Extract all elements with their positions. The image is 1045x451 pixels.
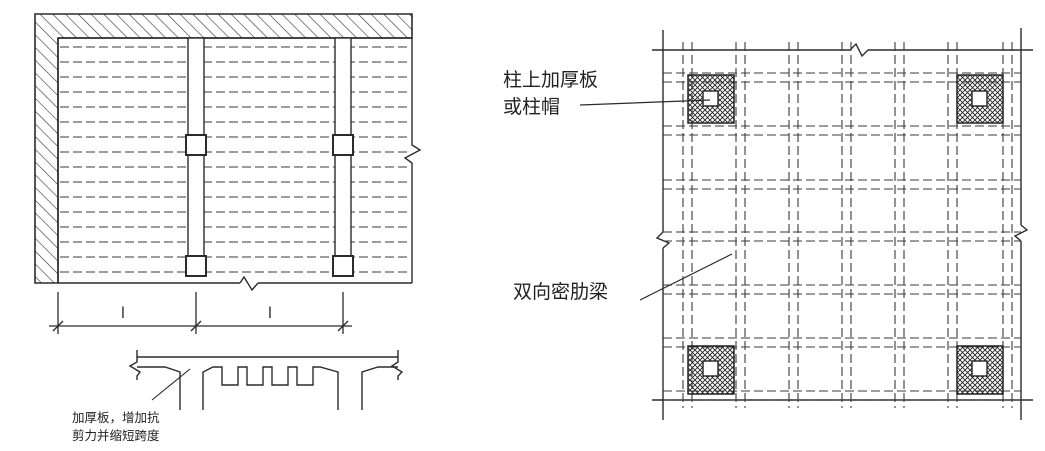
section-detail (128, 350, 404, 410)
column (185, 255, 207, 277)
column (332, 255, 354, 277)
rib-label: 双向密肋梁 (513, 281, 608, 303)
column-capital (687, 74, 735, 124)
dimension-label-span-2: l (268, 304, 272, 322)
slab-outline (57, 37, 422, 292)
right-plan (652, 28, 1033, 420)
rib-leader (639, 253, 733, 301)
capital-label-line-2: 或柱帽 (503, 96, 560, 118)
column-capital (687, 345, 735, 395)
column-capital (956, 345, 1004, 395)
wall-hatching (34, 13, 413, 284)
capital-label-line-1: 柱上加厚板 (503, 69, 598, 91)
rib-lines (60, 46, 410, 273)
capital-leader (579, 99, 711, 106)
column (332, 134, 354, 156)
left-plan: l l (34, 13, 422, 334)
dimension-line (49, 292, 352, 334)
column-capital (956, 74, 1004, 124)
note-leader (151, 368, 191, 401)
note-line-2: 剪力并缩短跨度 (72, 428, 160, 443)
rib-grid (663, 42, 1021, 408)
dimension-label-span-1: l (121, 304, 125, 322)
note-line-1: 加厚板，增加抗 (72, 410, 160, 425)
column (185, 134, 207, 156)
